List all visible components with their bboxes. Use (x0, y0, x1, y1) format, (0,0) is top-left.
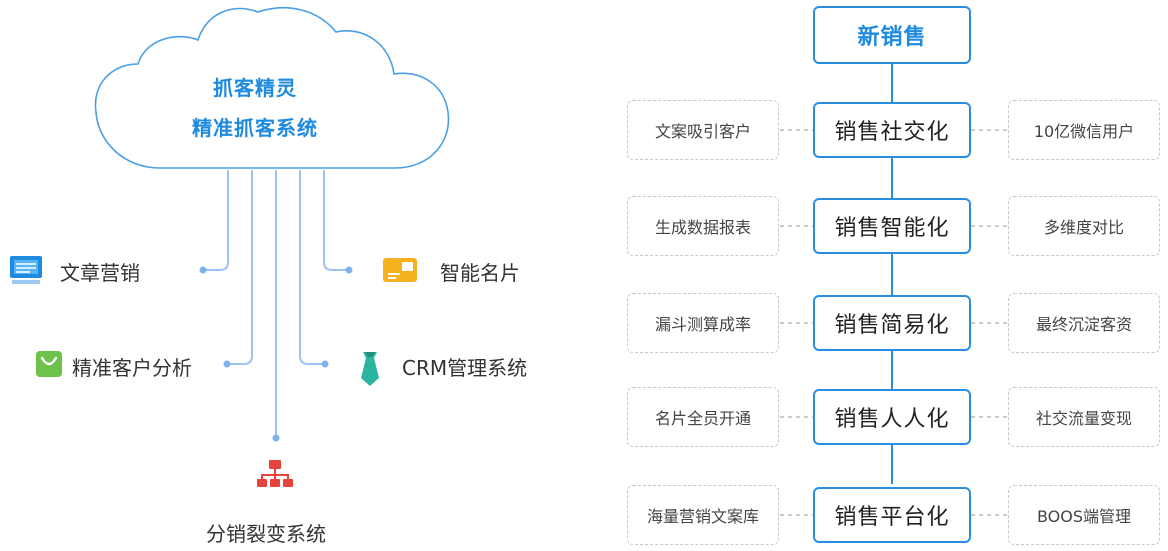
dot-distribution (272, 434, 280, 442)
row3-main-box: 销售简易化 (813, 295, 971, 351)
dot-card (345, 266, 353, 274)
necktie-icon (361, 352, 379, 386)
row2-right-box: 多维度对比 (1008, 196, 1160, 256)
feature-article-label: 文章营销 (60, 261, 140, 285)
feature-card-label: 智能名片 (440, 261, 520, 285)
row3-left-box: 漏斗测算成率 (627, 293, 779, 353)
cloud-shape (94, 6, 450, 169)
connector-article (204, 170, 229, 271)
cloud-subtitle: 精准抓客系统 (192, 116, 318, 140)
cloud-title: 抓客精灵 (213, 76, 297, 100)
row2-main-box: 销售智能化 (813, 198, 971, 254)
connector-analysis (228, 170, 253, 365)
cloud-diagram (10, 6, 450, 487)
row2-left-box: 生成数据报表 (627, 196, 779, 256)
connector-crm (299, 170, 324, 365)
row1-right-box: 10亿微信用户 (1008, 100, 1160, 160)
row4-main-box: 销售人人化 (813, 389, 971, 445)
org-chart-icon (257, 460, 293, 487)
dot-article (199, 266, 207, 274)
dot-analysis (223, 360, 231, 368)
business-card-icon (383, 258, 417, 282)
row5-main-box: 销售平台化 (813, 487, 971, 543)
row4-left-box: 名片全员开通 (627, 387, 779, 447)
feature-distribution-label: 分销裂变系统 (206, 522, 326, 546)
row4-right-box: 社交流量变现 (1008, 387, 1160, 447)
row1-left-box: 文案吸引客户 (627, 100, 779, 160)
sales-connectors (780, 64, 1008, 516)
dot-crm (321, 360, 329, 368)
feature-crm-label: CRM管理系统 (402, 356, 528, 380)
document-icon (10, 256, 42, 284)
row1-main-box: 销售社交化 (813, 102, 971, 158)
feature-analysis-label: 精准客户分析 (72, 356, 192, 380)
new-sales-box: 新销售 (813, 6, 971, 64)
row5-right-box: BOOS端管理 (1008, 485, 1160, 545)
row3-right-box: 最终沉淀客资 (1008, 293, 1160, 353)
shopping-bag-icon (36, 351, 62, 377)
connector-card (323, 170, 348, 271)
row5-left-box: 海量营销文案库 (627, 485, 779, 545)
